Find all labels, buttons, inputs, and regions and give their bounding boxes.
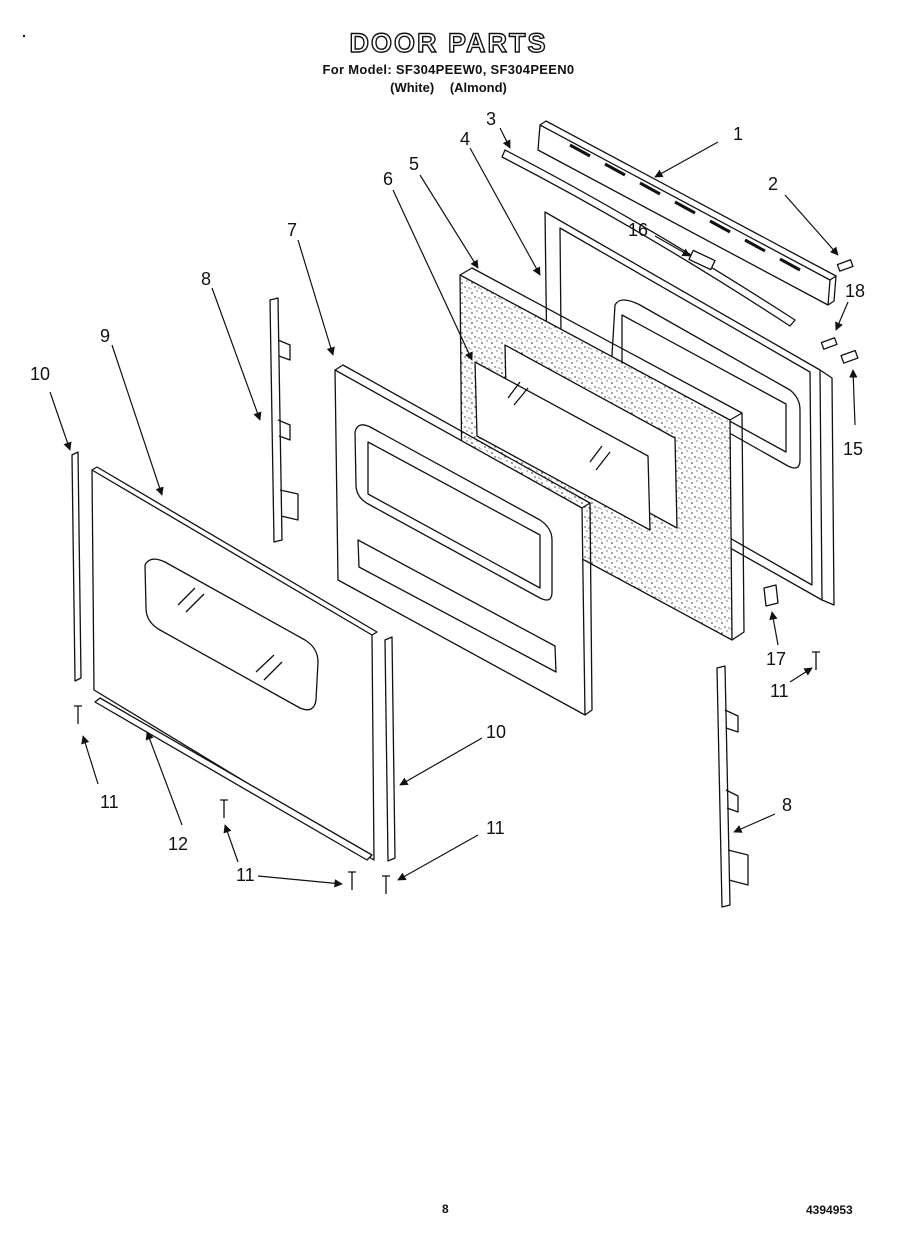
callout-12: 12 xyxy=(168,834,188,854)
callout-1: 1 xyxy=(733,124,743,144)
callout-5: 5 xyxy=(409,154,419,174)
callout-11-mid: 11 xyxy=(486,818,505,838)
callout-2: 2 xyxy=(768,174,778,194)
callout-18: 18 xyxy=(845,281,865,301)
callout-8-left: 8 xyxy=(201,269,211,289)
part-12-bottom-trim xyxy=(94,697,373,861)
part-11-screw xyxy=(74,705,82,724)
callout-11-bottom: 11 xyxy=(236,865,255,885)
part-17-bracket xyxy=(763,584,779,607)
part-2-screw xyxy=(836,259,854,272)
part-8-hinge-left xyxy=(269,297,299,543)
callout-15: 15 xyxy=(843,439,863,459)
callout-8-right: 8 xyxy=(782,795,792,815)
model-numbers: For Model: SF304PEEW0, SF304PEEN0 xyxy=(322,62,575,77)
part-16-clip xyxy=(688,249,716,271)
part-7-inner-door-frame xyxy=(334,364,593,716)
color-almond-label: (Almond) xyxy=(449,80,507,95)
part-15-screw xyxy=(840,349,859,364)
part-6-inner-glass xyxy=(474,361,651,531)
part-10-side-trim-left xyxy=(71,451,82,682)
part-9-outer-glass xyxy=(91,466,378,861)
callout-10-left: 10 xyxy=(30,364,50,384)
diagram-title: DOOR PARTS xyxy=(349,27,548,58)
part-18-screw xyxy=(820,337,838,350)
leader-lines xyxy=(49,127,858,888)
callout-7: 7 xyxy=(287,220,297,240)
part-1-vent-trim xyxy=(537,120,837,306)
part-11-screw xyxy=(220,799,228,818)
part-10-side-trim-right xyxy=(384,636,396,862)
part-11-screw xyxy=(382,875,390,894)
callout-3: 3 xyxy=(486,109,496,129)
model-colors: (White) (Almond) xyxy=(0,80,897,95)
callout-11-left: 11 xyxy=(100,792,119,812)
callout-11-right: 11 xyxy=(770,681,789,701)
scan-mark xyxy=(22,34,26,38)
callout-16: 16 xyxy=(628,220,648,240)
part-11-screw xyxy=(812,651,820,670)
callout-17: 17 xyxy=(766,649,786,669)
callout-10-right: 10 xyxy=(486,722,506,742)
part-8-hinge-right xyxy=(716,665,749,908)
color-white-label: (White) xyxy=(390,80,435,95)
document-number: 4394953 xyxy=(806,1203,853,1217)
part-3-trim-strip xyxy=(501,149,796,327)
callout-9: 9 xyxy=(100,326,110,346)
part-11-screw xyxy=(348,871,356,890)
callout-4: 4 xyxy=(460,129,470,149)
page-number: 8 xyxy=(442,1202,449,1216)
callout-6: 6 xyxy=(383,169,393,189)
